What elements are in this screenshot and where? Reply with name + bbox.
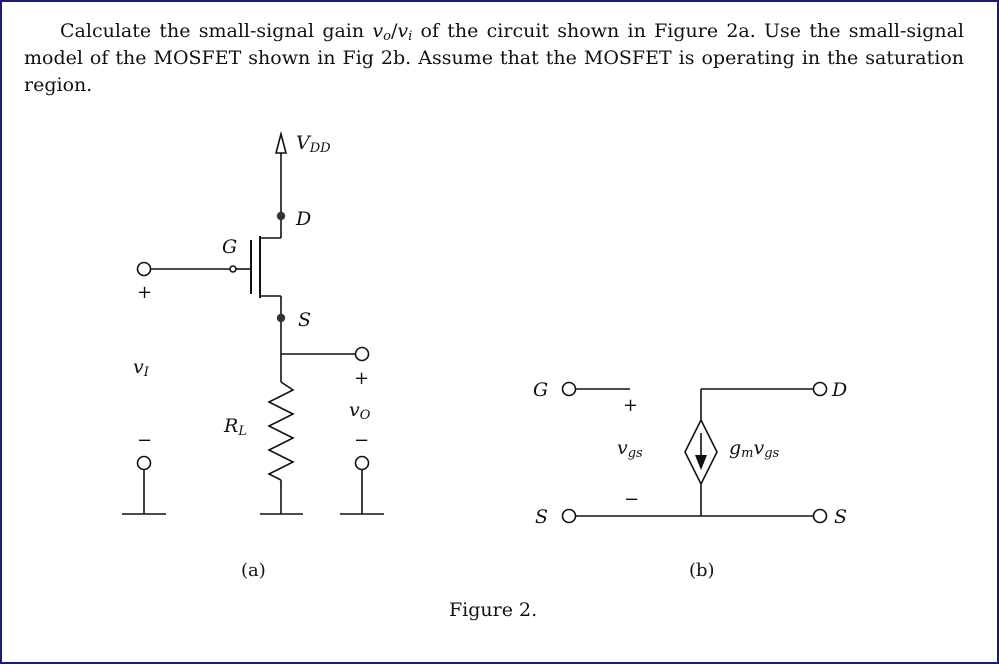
b-plus: + — [623, 395, 638, 416]
gate-label: G — [222, 236, 237, 258]
drain-label: D — [295, 208, 311, 230]
rl-label: RL — [223, 415, 247, 439]
vgs-label: vgs — [617, 437, 643, 461]
caption-b: (b) — [689, 560, 715, 581]
vdd-label: VDD — [296, 132, 331, 156]
b-gate-terminal — [561, 381, 577, 397]
vi-symbol: vi — [397, 20, 413, 44]
output-terminal-top — [354, 346, 370, 362]
b-drain-terminal — [812, 381, 828, 397]
vo-symbol: vo — [372, 20, 391, 44]
figure-caption: Figure 2. — [449, 599, 537, 621]
b-source-terminal-left — [561, 508, 577, 524]
resistor-rl — [267, 381, 295, 481]
b-source-label-right: S — [834, 506, 847, 528]
drain-node-dot — [276, 211, 286, 221]
gate-bubble — [229, 265, 237, 273]
vo-label: vO — [349, 399, 371, 423]
b-source-label-left: S — [535, 506, 548, 528]
caption-a: (a) — [241, 560, 266, 581]
input-terminal-top — [136, 261, 152, 277]
problem-text-2: of the circuit shown in Figure 2a. Use t… — [24, 20, 964, 96]
input-minus: − — [137, 430, 152, 451]
gm-vgs-label: gmvgs — [729, 437, 780, 461]
b-source-terminal-right — [812, 508, 828, 524]
vdd-arrow — [274, 130, 288, 154]
output-minus: − — [354, 430, 369, 451]
output-terminal-bottom — [354, 455, 370, 471]
output-plus: + — [354, 368, 369, 389]
b-gate-label: G — [533, 379, 548, 401]
slash: / — [390, 20, 398, 42]
vi-label: vI — [133, 356, 150, 380]
source-label: S — [298, 309, 311, 331]
input-plus: + — [137, 282, 152, 303]
b-minus: − — [624, 489, 639, 510]
input-terminal-bottom — [136, 455, 152, 471]
source-node-dot — [276, 313, 286, 323]
current-arrow — [695, 455, 707, 470]
b-drain-label: D — [831, 379, 847, 401]
problem-text-1: Calculate the small-signal gain — [60, 20, 373, 42]
problem-statement: Calculate the small-signal gain vo/vi of… — [24, 18, 964, 99]
